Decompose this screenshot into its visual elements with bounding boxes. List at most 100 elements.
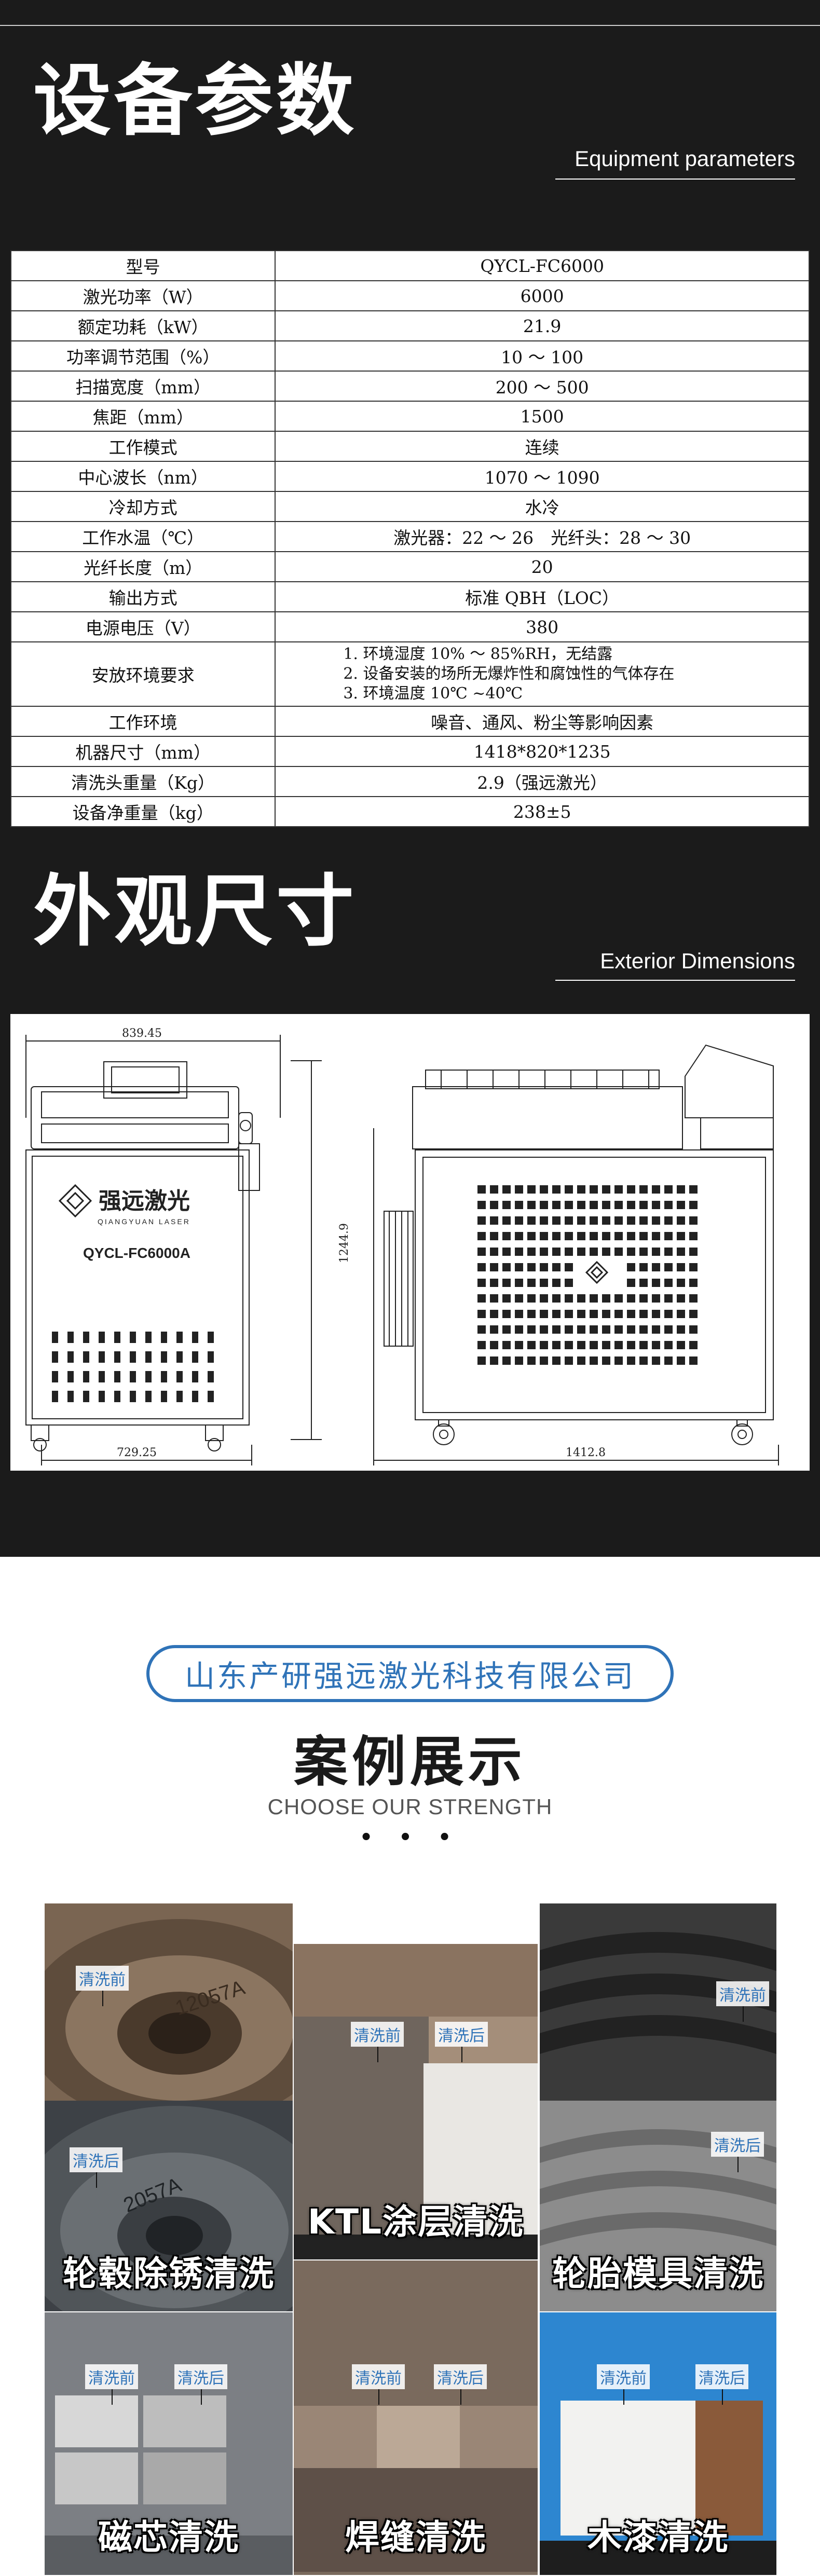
tag-before: 清洗前	[76, 1966, 129, 2006]
table-row: 设备净重量（kg）238±5	[10, 796, 810, 827]
param-value: 水冷	[275, 491, 810, 522]
tag-before: 清洗前	[352, 2364, 405, 2405]
param-key: 焦距（mm）	[10, 401, 276, 432]
table-row: 焦距（mm）1500	[10, 401, 810, 432]
tag-after: 清洗后	[174, 2364, 227, 2405]
param-key: 激光功率（W）	[10, 280, 276, 311]
table-row: 安放环境要求 1. 环境湿度 10% ～ 85%RH，无结露 2. 设备安装的场…	[10, 641, 810, 707]
table-row: 电源电压（V）380	[10, 611, 810, 642]
param-key: 输出方式	[10, 581, 276, 612]
env-line-3: 3. 环境温度 10℃ ~40℃	[343, 684, 523, 703]
table-row: 工作水温（℃）激光器：22 ～ 26 光纤头：28 ～ 30	[10, 521, 810, 552]
param-key: 机器尺寸（mm）	[10, 736, 276, 767]
tag-after: 清洗后	[70, 2147, 122, 2188]
param-key: 工作模式	[10, 431, 276, 462]
params-subtitle: Equipment parameters	[575, 146, 795, 171]
table-row: 激光功率（W）6000	[10, 280, 810, 311]
param-key: 工作环境	[10, 706, 276, 737]
table-row: 清洗头重量（Kg）2.9（强远激光）	[10, 766, 810, 797]
table-row: 功率调节范围（%）10 ～ 100	[10, 340, 810, 372]
param-value: 10 ～ 100	[275, 340, 810, 372]
brand-name: 强远激光	[99, 1188, 190, 1214]
table-row: 工作模式连续	[10, 431, 810, 462]
caption-wood: 木漆清洗	[587, 2517, 729, 2557]
top-divider	[0, 25, 820, 26]
param-value: 连续	[275, 431, 810, 462]
table-row: 冷却方式水冷	[10, 491, 810, 522]
brand-logo-icon	[58, 1184, 92, 1218]
case-tile-ktl: 清洗前 清洗后 KTL涂层清洗	[294, 1944, 538, 2259]
dims-section: 外观尺寸 Exterior Dimensions	[0, 861, 820, 1557]
cases-title: 案例展示	[293, 1730, 526, 1793]
side-logo-icon	[585, 1260, 609, 1284]
param-value: 噪音、通风、粉尘等影响因素	[275, 706, 810, 737]
param-value: 2.9（强远激光）	[275, 766, 810, 797]
table-row: 机器尺寸（mm）1418*820*1235	[10, 736, 810, 767]
dim-bottom-width: 729.25	[117, 1446, 157, 1459]
wood-photo	[540, 2312, 776, 2575]
tag-before: 清洗前	[351, 2022, 404, 2062]
case-tile-tire: 清洗前 清洗后 轮胎模具清洗	[540, 1903, 776, 2311]
ktl-photo	[294, 1944, 538, 2259]
param-value: 标准 QBH（LOC）	[275, 581, 810, 612]
front-view	[25, 1035, 322, 1465]
weld-photo	[294, 2260, 538, 2575]
param-key: 扫描宽度（mm）	[10, 371, 276, 402]
case-tile-core: 清洗前 清洗后 磁芯清洗	[45, 2312, 293, 2575]
caption-core: 磁芯清洗	[98, 2517, 239, 2557]
case-tile-weld: 清洗前 清洗后 焊缝清洗	[294, 2260, 538, 2575]
side-vents	[477, 1185, 698, 1365]
param-key: 工作水温（℃）	[10, 521, 276, 552]
cases-section: 山东产研强远激光科技有限公司 案例展示 CHOOSE OUR STRENGTH …	[0, 1557, 820, 2576]
tag-before: 清洗前	[597, 2364, 650, 2405]
params-subtitle-underline	[555, 179, 795, 180]
dims-title: 外观尺寸	[33, 867, 358, 957]
dims-subtitle: Exterior Dimensions	[600, 949, 795, 973]
dim-top-width: 839.45	[122, 1027, 162, 1040]
caption-weld: 焊缝清洗	[345, 2517, 486, 2557]
param-key: 冷却方式	[10, 491, 276, 522]
caption-wheel: 轮毂除锈清洗	[63, 2254, 275, 2294]
param-value: 200 ～ 500	[275, 371, 810, 402]
dimension-drawing: 强远激光 QIANGYUAN LASER QYCL-FC6000A 839.45…	[10, 1014, 810, 1471]
param-value: 20	[275, 551, 810, 582]
caption-tire: 轮胎模具清洗	[552, 2254, 764, 2294]
dims-subtitle-underline	[555, 980, 795, 981]
param-key: 清洗头重量（Kg）	[10, 766, 276, 797]
brand-name-en: QIANGYUAN LASER	[98, 1217, 190, 1226]
table-row: 工作环境噪音、通风、粉尘等影响因素	[10, 706, 810, 737]
tag-before: 清洗前	[716, 1981, 769, 2022]
params-title: 设备参数	[33, 56, 358, 146]
tag-before: 清洗前	[85, 2364, 138, 2405]
machine-drawing-svg: 强远激光 QIANGYUAN LASER QYCL-FC6000A 839.45…	[25, 1027, 779, 1465]
core-photo	[45, 2312, 293, 2575]
param-value: 380	[275, 611, 810, 642]
param-key: 型号	[10, 250, 276, 281]
param-value: QYCL-FC6000	[275, 250, 810, 281]
tag-after: 清洗后	[695, 2364, 748, 2405]
dim-height: 1244.9	[338, 1223, 351, 1263]
tag-after: 清洗后	[434, 2364, 487, 2405]
param-value: 21.9	[275, 310, 810, 341]
param-value: 6000	[275, 280, 810, 311]
case-tile-wood: 清洗前 清洗后 木漆清洗	[540, 2312, 776, 2575]
front-vents	[52, 1332, 214, 1402]
model-label: QYCL-FC6000A	[83, 1245, 190, 1261]
caption-ktl: KTL涂层清洗	[307, 2202, 524, 2242]
param-key: 中心波长（nm）	[10, 461, 276, 492]
env-line-2: 2. 设备安装的场所无爆炸性和腐蚀性的气体存在	[343, 665, 675, 683]
env-line-1: 1. 环境湿度 10% ～ 85%RH，无结露	[343, 645, 613, 663]
table-row: 输出方式标准 QBH（LOC）	[10, 581, 810, 612]
dim-side-width: 1412.8	[566, 1446, 606, 1459]
param-value: 1500	[275, 401, 810, 432]
company-name-badge: 山东产研强远激光科技有限公司	[146, 1645, 674, 1702]
param-key: 电源电压（V）	[10, 611, 276, 642]
param-value-env: 1. 环境湿度 10% ～ 85%RH，无结露 2. 设备安装的场所无爆炸性和腐…	[275, 641, 810, 707]
param-value: 激光器：22 ～ 26 光纤头：28 ～ 30	[275, 521, 810, 552]
param-key: 功率调节范围（%）	[10, 340, 276, 372]
cases-subtitle: CHOOSE OUR STRENGTH	[267, 1794, 553, 1819]
table-row: 光纤长度（m）20	[10, 551, 810, 582]
table-row: 扫描宽度（mm）200 ～ 500	[10, 371, 810, 402]
